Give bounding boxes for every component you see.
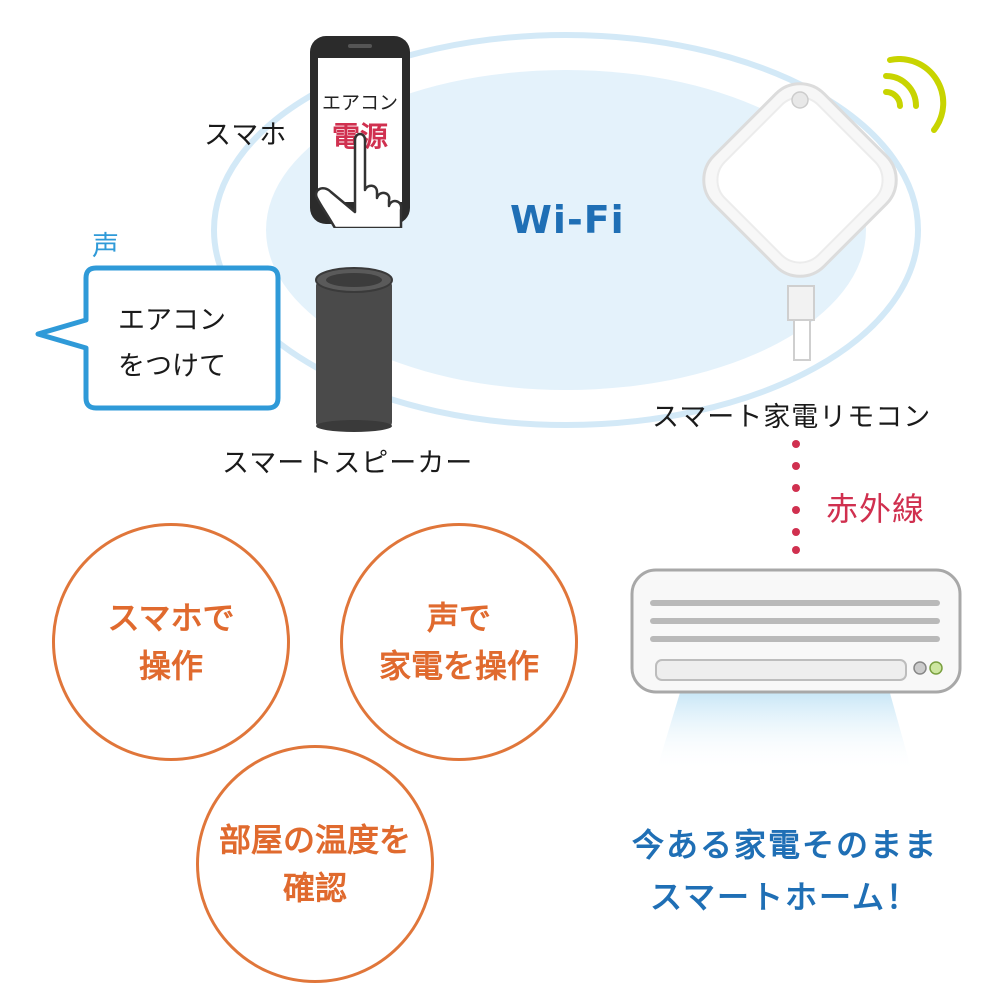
feature-2-line2: 家電を操作 <box>378 647 539 685</box>
feature-circle-smartphone: スマホで 操作 <box>52 523 290 761</box>
feature-circle-voice: 声で 家電を操作 <box>340 523 578 761</box>
tagline-line2: スマートホーム！ <box>649 878 921 916</box>
feature-1-line2: 操作 <box>138 647 203 685</box>
wireless-signal-icon <box>883 56 947 133</box>
feature-1-line1: スマホで <box>107 599 235 637</box>
smartphone-label: スマホ <box>204 120 288 151</box>
feature-3-line2: 確認 <box>282 869 347 907</box>
speech-line2: をつけて <box>118 351 226 382</box>
smart-remote-label: スマート家電リモコン <box>652 402 932 433</box>
hand-tap-icon <box>314 132 403 228</box>
wifi-label: Wi-Fi <box>510 198 625 242</box>
feature-2-line1: 声で <box>426 599 491 637</box>
speech-bubble <box>35 265 281 411</box>
smart-speaker-icon <box>315 267 393 432</box>
infrared-label: 赤外線 <box>826 490 926 528</box>
infrared-dotted-line <box>792 440 800 554</box>
tagline-line1: 今ある家電そのまま <box>631 826 938 864</box>
feature-circle-temperature: 部屋の温度を 確認 <box>196 745 434 983</box>
smart-speaker-label: スマートスピーカー <box>222 448 474 479</box>
smart-remote-device <box>702 82 898 361</box>
air-conditioner-icon <box>630 568 962 772</box>
speech-line1: エアコン <box>118 305 226 336</box>
phone-screen-line1: エアコン <box>321 92 398 114</box>
voice-label: 声 <box>92 231 119 262</box>
speech-bubble-text: エアコン をつけて <box>118 298 226 390</box>
feature-3-line1: 部屋の温度を <box>218 821 411 859</box>
